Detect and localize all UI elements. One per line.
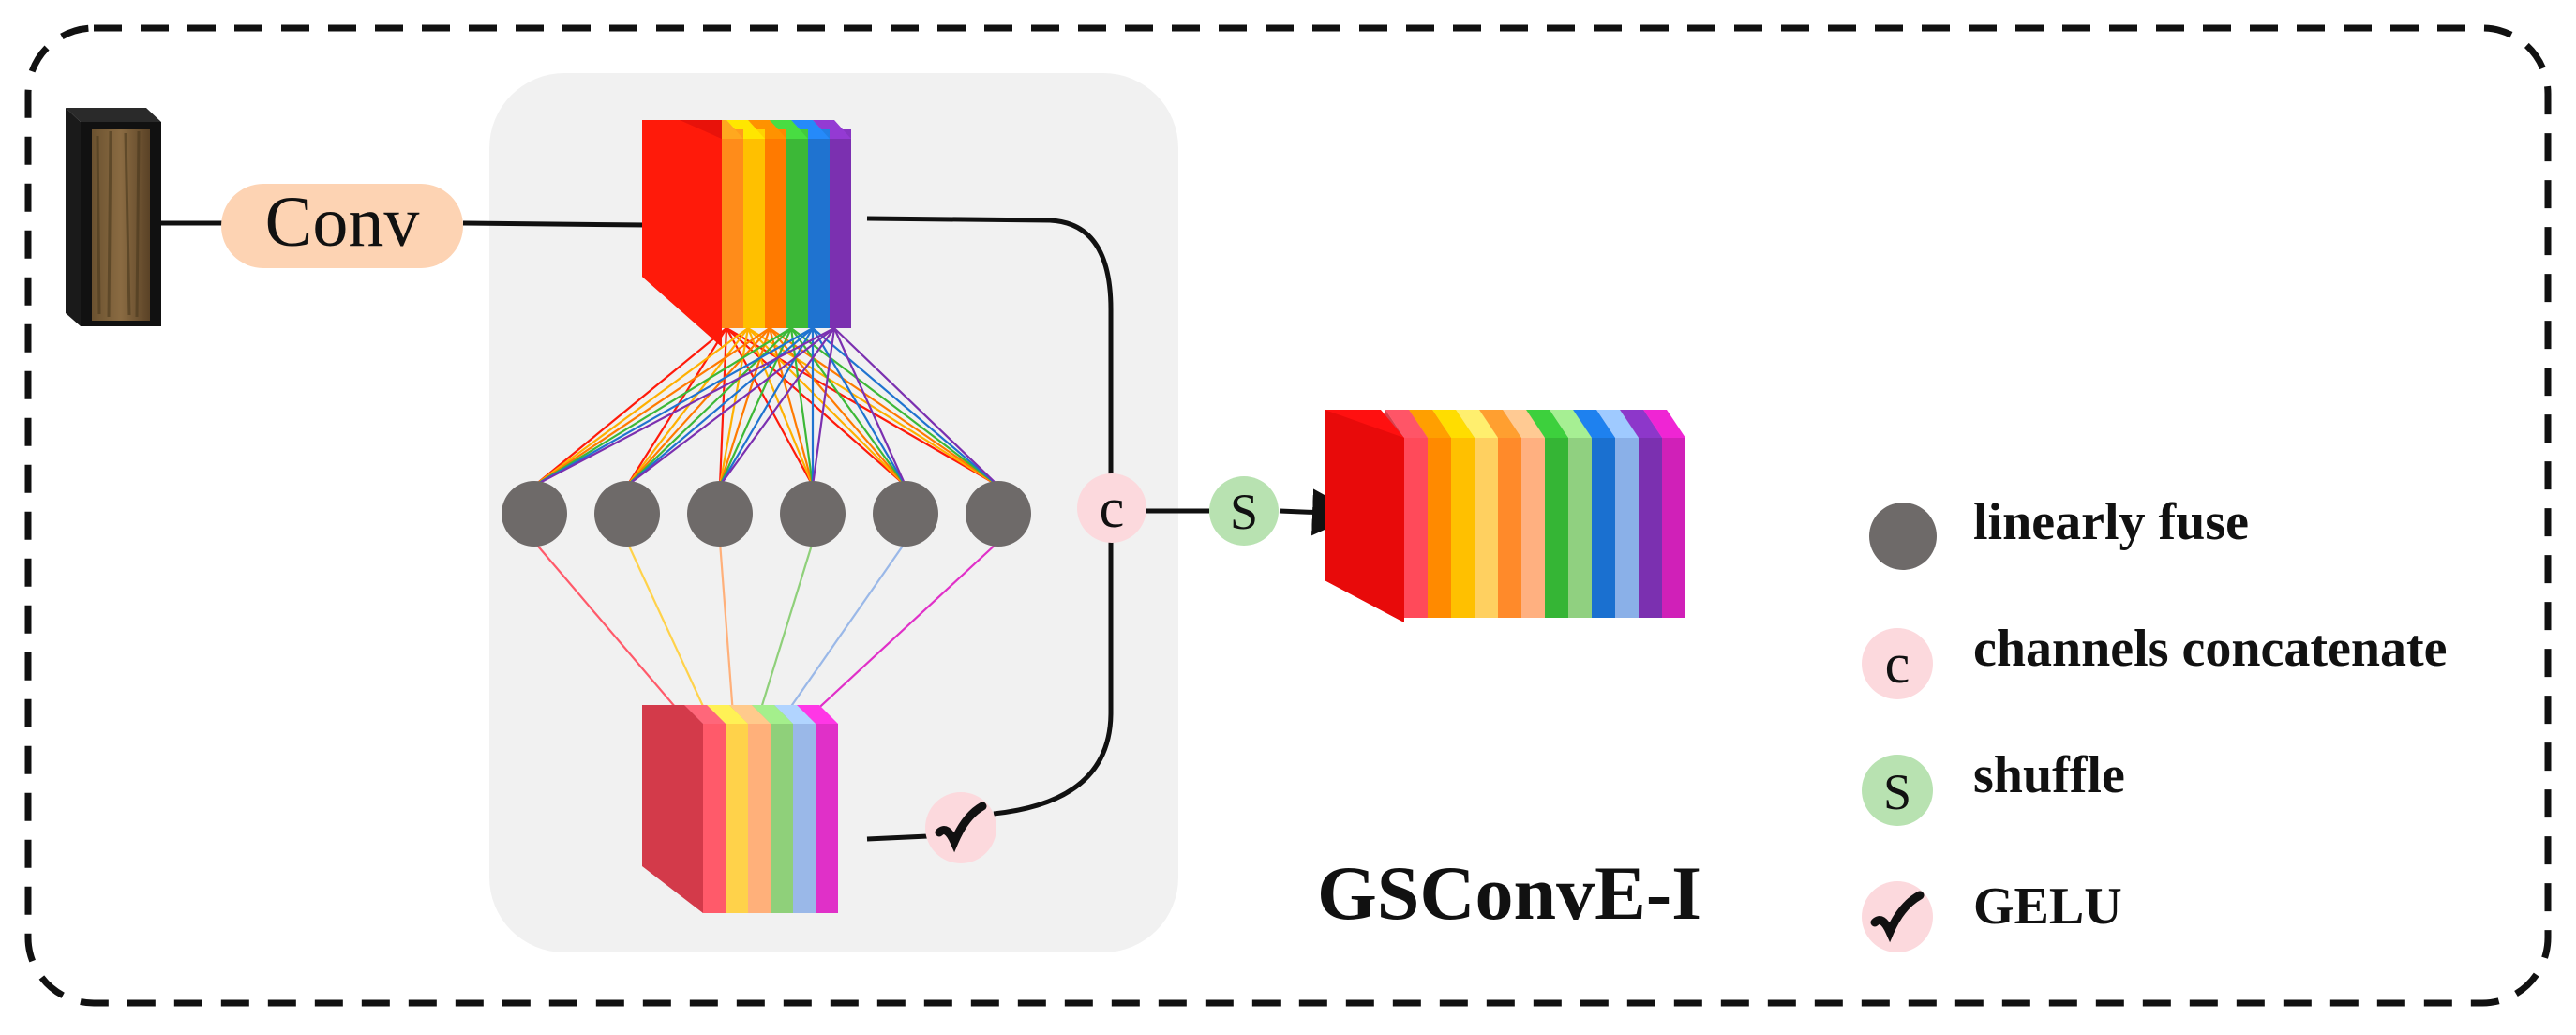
fuse-line xyxy=(833,327,999,487)
legend-item-concat: c channels concatenate xyxy=(1862,620,2448,699)
shuffle-node: S xyxy=(1209,476,1279,546)
concat-symbol: c xyxy=(1100,477,1125,539)
fuse-node xyxy=(687,481,753,547)
fuse-line xyxy=(626,327,835,487)
out-line xyxy=(718,541,736,728)
legend-shuffle-label: shuffle xyxy=(1973,746,2125,804)
fuse-line xyxy=(719,327,814,487)
concat-node: c xyxy=(1077,473,1146,543)
linear-fuse-nodes xyxy=(502,481,1031,547)
gelu-node xyxy=(925,792,996,863)
fuse-node xyxy=(594,481,660,547)
fuse-line xyxy=(812,327,999,487)
legend-gelu-label: GELU xyxy=(1973,878,2122,936)
conv-pill xyxy=(221,184,463,268)
legend-concat-label: channels concatenate xyxy=(1973,620,2448,678)
out-line xyxy=(626,541,713,728)
conv-block: Conv xyxy=(221,183,463,268)
top-to-concat-curve xyxy=(866,216,1114,478)
fuse-line xyxy=(726,327,814,487)
fuse-line xyxy=(790,327,999,487)
legend-concat-symbol: c xyxy=(1885,633,1910,695)
conv-to-stack-line xyxy=(462,220,648,228)
fuse-line xyxy=(768,327,815,487)
fuse-line xyxy=(533,327,771,487)
fuse-line xyxy=(718,327,793,487)
fuse-line xyxy=(626,327,727,487)
fuse-line xyxy=(718,327,728,487)
fuse-line xyxy=(746,327,815,487)
shuffle-symbol: S xyxy=(1230,484,1258,540)
fuse-line xyxy=(533,327,835,487)
fuse-line xyxy=(533,327,814,487)
fuse-to-bottom-connections xyxy=(533,541,999,728)
legend: linearly fuse c channels concatenate S s… xyxy=(1862,493,2448,952)
fuse-line xyxy=(832,327,907,487)
fuse-line xyxy=(718,327,771,487)
legend-shuffle-symbol: S xyxy=(1883,764,1911,820)
fuse-node xyxy=(780,481,846,547)
fuse-line xyxy=(726,327,906,487)
fuse-line xyxy=(719,327,835,487)
fuse-line xyxy=(626,327,814,487)
legend-fuse-label: linearly fuse xyxy=(1973,493,2249,551)
diagram-title: GSConvE-I xyxy=(1317,850,1701,936)
fuse-connections xyxy=(533,327,999,487)
fuse-line xyxy=(626,327,771,487)
legend-item-gelu: GELU xyxy=(1862,878,2122,952)
bottom-to-gelu-line xyxy=(866,833,929,842)
channel-slab-front xyxy=(642,705,703,913)
fuse-line xyxy=(790,327,906,487)
fuse-line xyxy=(533,327,727,487)
concat-to-gelu-curve xyxy=(993,525,1114,817)
out-line xyxy=(798,541,999,728)
bottom-feature-stack xyxy=(642,705,838,913)
fuse-line xyxy=(533,327,792,487)
fuse-line xyxy=(726,327,999,487)
legend-item-shuffle: S shuffle xyxy=(1862,746,2125,826)
fuse-line xyxy=(789,327,815,487)
fuse-line xyxy=(533,327,749,487)
fuse-line xyxy=(747,327,999,487)
out-line xyxy=(533,541,693,728)
fuse-line xyxy=(812,327,906,487)
top-feature-stack xyxy=(642,120,851,347)
legend-gelu-check-icon xyxy=(1870,891,1925,943)
fuse-line xyxy=(718,327,750,487)
fuse-line xyxy=(626,327,749,487)
input-feature-map xyxy=(66,108,161,326)
fuse-line xyxy=(811,327,836,487)
fuse-node xyxy=(966,481,1031,547)
channel-slab-front xyxy=(1325,410,1404,622)
out-line xyxy=(754,541,815,728)
conv-label: Conv xyxy=(265,183,420,262)
channel-slab-front xyxy=(642,120,722,347)
legend-concat-icon xyxy=(1862,628,1933,699)
legend-fuse-icon xyxy=(1869,502,1937,570)
fuse-line xyxy=(626,327,792,487)
out-line xyxy=(776,541,906,728)
fuse-node xyxy=(502,481,567,547)
output-feature-stack xyxy=(1325,410,1685,622)
fuse-line xyxy=(769,327,906,487)
fuse-line xyxy=(769,327,999,487)
outer-dashed-border xyxy=(24,24,2552,1007)
fuse-node xyxy=(873,481,938,547)
gelu-check-icon xyxy=(935,802,987,853)
legend-shuffle-icon xyxy=(1862,755,1933,826)
fuse-line xyxy=(747,327,906,487)
legend-item-fuse: linearly fuse xyxy=(1869,493,2249,570)
